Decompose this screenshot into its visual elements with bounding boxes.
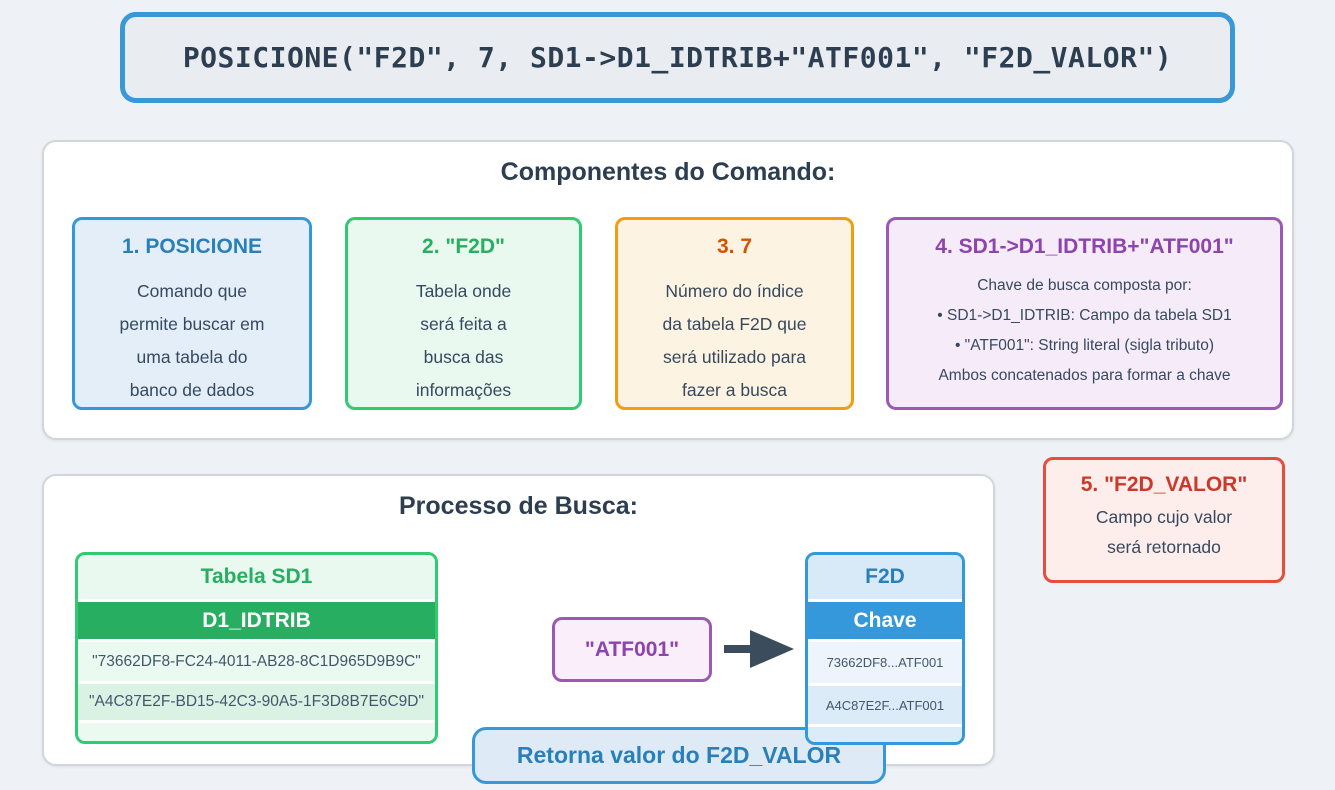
table-row: 73662DF8...ATF001 <box>808 642 962 683</box>
component-card-search-key: 4. SD1->D1_IDTRIB+"ATF001" Chave de busc… <box>886 217 1283 410</box>
component-card-f2d: 2. "F2D" Tabela onde será feita a busca … <box>345 217 582 410</box>
card-body: Chave de busca composta por: • SD1->D1_I… <box>889 271 1280 391</box>
card-body-line: busca das <box>423 347 504 367</box>
f2d-column-header: Chave <box>808 599 962 642</box>
command-syntax-box: POSICIONE("F2D", 7, SD1->D1_IDTRIB+"ATF0… <box>120 12 1235 103</box>
card-title: 4. SD1->D1_IDTRIB+"ATF001" <box>935 235 1234 258</box>
arrow-right-icon <box>724 630 794 668</box>
card-body-line: • "ATF001": String literal (sigla tribut… <box>954 337 1215 354</box>
table-row: "A4C87E2F-BD15-42C3-90A5-1F3D8B7E6C9D" <box>78 681 435 720</box>
table-row: "73662DF8-FC24-4011-AB28-8C1D965D9B9C" <box>78 642 435 681</box>
component-card-return-field: 5. "F2D_VALOR" Campo cujo valor será ret… <box>1043 457 1285 583</box>
components-title: Componentes do Comando: <box>500 158 836 186</box>
card-body-line: será retornado <box>1107 537 1221 557</box>
f2d-table: F2D Chave 73662DF8...ATF001 A4C87E2F...A… <box>805 552 965 745</box>
card-title: 5. "F2D_VALOR" <box>1080 473 1248 496</box>
component-card-posicione: 1. POSICIONE Comando que permite buscar … <box>72 217 312 410</box>
f2d-table-title: F2D <box>808 555 962 599</box>
card-body-line: banco de dados <box>129 380 255 400</box>
table-row: A4C87E2F...ATF001 <box>808 683 962 724</box>
card-body-line: informações <box>415 380 512 400</box>
search-key-box: "ATF001" <box>552 617 712 682</box>
card-body-line: • SD1->D1_IDTRIB: Campo da tabela SD1 <box>937 307 1232 324</box>
table-filler <box>808 724 962 742</box>
card-body-line: Chave de busca composta por: <box>977 277 1192 294</box>
card-body-line: Campo cujo valor <box>1095 507 1233 527</box>
card-title: 3. 7 <box>716 235 753 258</box>
command-syntax: POSICIONE("F2D", 7, SD1->D1_IDTRIB+"ATF0… <box>182 41 1173 74</box>
components-panel: Componentes do Comando: 1. POSICIONE Com… <box>42 140 1294 440</box>
card-title: 2. "F2D" <box>422 235 505 258</box>
card-body-line: Comando que <box>137 281 247 301</box>
card-body-line: da tabela F2D que <box>662 314 807 334</box>
card-body-line: Número do índice <box>665 281 804 301</box>
sd1-table: Tabela SD1 D1_IDTRIB "73662DF8-FC24-4011… <box>75 552 438 744</box>
card-body: Comando que permite buscar em uma tabela… <box>75 275 309 407</box>
table-filler <box>78 720 435 741</box>
sd1-column-header: D1_IDTRIB <box>78 599 435 642</box>
card-body-line: fazer a busca <box>681 380 788 400</box>
sd1-table-title: Tabela SD1 <box>78 555 435 599</box>
card-body-line: permite buscar em <box>119 314 265 334</box>
card-body-line: Ambos concatenados para formar a chave <box>938 367 1231 384</box>
component-card-index: 3. 7 Número do índice da tabela F2D que … <box>615 217 854 410</box>
card-body: Número do índice da tabela F2D que será … <box>618 275 851 407</box>
card-body: Tabela onde será feita a busca das infor… <box>348 275 579 407</box>
card-title: 1. POSICIONE <box>121 235 263 258</box>
card-body-line: Tabela onde <box>415 281 512 301</box>
card-body: Campo cujo valor será retornado <box>1046 502 1282 562</box>
card-body-line: será utilizado para <box>663 347 806 367</box>
process-title: Processo de Busca: <box>399 492 638 520</box>
card-body-line: uma tabela do <box>136 347 248 367</box>
process-panel: Processo de Busca: Tabela SD1 D1_IDTRIB … <box>42 474 995 766</box>
card-body-line: será feita a <box>420 314 507 334</box>
